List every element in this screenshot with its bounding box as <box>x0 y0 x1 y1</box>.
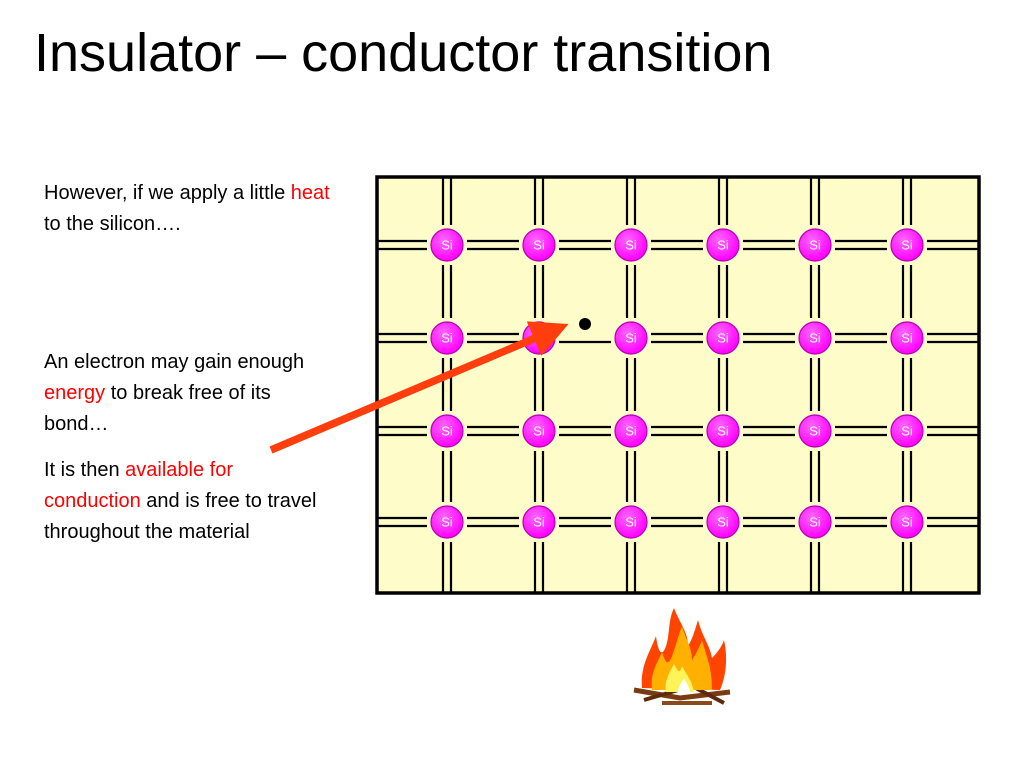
covalent-bonds <box>377 177 979 593</box>
energy-paragraph: An electron may gain enough energy to br… <box>44 347 314 440</box>
silicon-atom-label: Si <box>901 424 913 439</box>
silicon-atom: Si <box>798 321 832 355</box>
silicon-atom: Si <box>522 414 556 448</box>
silicon-atom-label: Si <box>533 238 545 253</box>
heat-paragraph: However, if we apply a little heat to th… <box>44 178 344 240</box>
silicon-atom-label: Si <box>901 515 913 530</box>
silicon-atom: Si <box>430 228 464 262</box>
silicon-atom-circle <box>890 228 924 262</box>
silicon-atom: Si <box>798 228 832 262</box>
silicon-atom-label: Si <box>809 424 821 439</box>
silicon-atom-circle <box>614 414 648 448</box>
silicon-atom-label: Si <box>441 515 453 530</box>
silicon-atom-label: Si <box>533 424 545 439</box>
silicon-atom-circle <box>522 228 556 262</box>
silicon-atom: Si <box>706 414 740 448</box>
heat-paragraph-text: However, if we apply a little <box>44 182 291 204</box>
silicon-atom: Si <box>706 228 740 262</box>
silicon-atom-circle <box>706 505 740 539</box>
electron-pointer-arrow <box>269 321 569 454</box>
silicon-atom-circle <box>430 228 464 262</box>
silicon-atom-label: Si <box>809 515 821 530</box>
silicon-atom-circle <box>522 414 556 448</box>
free-electron <box>579 318 591 330</box>
silicon-atom-label: Si <box>901 331 913 346</box>
energy-paragraph-text: An electron may gain enough <box>44 351 305 373</box>
silicon-atom: Si <box>890 505 924 539</box>
silicon-atom-circle <box>798 228 832 262</box>
silicon-atom-label: Si <box>809 238 821 253</box>
silicon-atom-circle <box>430 505 464 539</box>
silicon-atom-circle <box>798 505 832 539</box>
silicon-atom: Si <box>522 505 556 539</box>
silicon-atom-label: Si <box>533 515 545 530</box>
silicon-atom-circle <box>614 321 648 355</box>
conduction-highlight: available for conduction <box>44 459 233 512</box>
silicon-atom: Si <box>798 505 832 539</box>
silicon-atom: Si <box>614 228 648 262</box>
silicon-atom: Si <box>614 414 648 448</box>
silicon-atom-label: Si <box>625 424 637 439</box>
silicon-atom-label: Si <box>441 424 453 439</box>
silicon-atom-label: Si <box>809 331 821 346</box>
silicon-atom: Si <box>890 414 924 448</box>
conduction-paragraph: It is then available for conduction and … <box>44 455 319 548</box>
silicon-atom-circle <box>890 414 924 448</box>
campfire-icon <box>633 608 731 705</box>
silicon-atom-circle <box>798 321 832 355</box>
silicon-atom: Si <box>430 321 464 355</box>
silicon-atom: Si <box>430 414 464 448</box>
silicon-atom-label: Si <box>717 331 729 346</box>
silicon-atom: Si <box>706 321 740 355</box>
slide-title: Insulator – conductor transition <box>34 23 773 83</box>
silicon-atom-circle <box>890 505 924 539</box>
silicon-atom-label: Si <box>441 331 453 346</box>
heat-paragraph-end: to the silicon…. <box>44 213 181 235</box>
silicon-atom: Si <box>890 228 924 262</box>
conduction-paragraph-text: It is then <box>44 459 126 481</box>
silicon-atom-label: Si <box>717 424 729 439</box>
silicon-atom-label: Si <box>625 238 637 253</box>
silicon-atom-label: Si <box>717 238 729 253</box>
lattice-frame <box>375 175 981 595</box>
silicon-atom-label: Si <box>625 331 637 346</box>
silicon-atom: Si <box>522 228 556 262</box>
conduction-paragraph-end: and is free to travel throughout the mat… <box>44 490 317 543</box>
silicon-atom-circle <box>706 321 740 355</box>
heat-highlight: heat <box>290 182 330 204</box>
silicon-atom-circle <box>706 414 740 448</box>
silicon-atom-circle <box>614 505 648 539</box>
silicon-atom-circle <box>706 228 740 262</box>
silicon-atom-label: Si <box>441 238 453 253</box>
silicon-atom-label: Si <box>625 515 637 530</box>
silicon-atom-label: Si <box>717 515 729 530</box>
energy-paragraph-end: to break free of its bond… <box>44 382 271 435</box>
silicon-atom: Si <box>614 505 648 539</box>
silicon-atom-circle <box>798 414 832 448</box>
silicon-atom-circle <box>890 321 924 355</box>
silicon-atom-label: Si <box>901 238 913 253</box>
silicon-atom: Si <box>614 321 648 355</box>
silicon-atom: Si <box>798 414 832 448</box>
silicon-atom-circle <box>522 505 556 539</box>
silicon-atom-circle <box>430 321 464 355</box>
silicon-atom-circle <box>614 228 648 262</box>
silicon-atom-circle <box>430 414 464 448</box>
silicon-atom: Si <box>430 505 464 539</box>
energy-highlight: energy <box>44 382 106 404</box>
silicon-atom: Si <box>706 505 740 539</box>
silicon-atom: Si <box>890 321 924 355</box>
